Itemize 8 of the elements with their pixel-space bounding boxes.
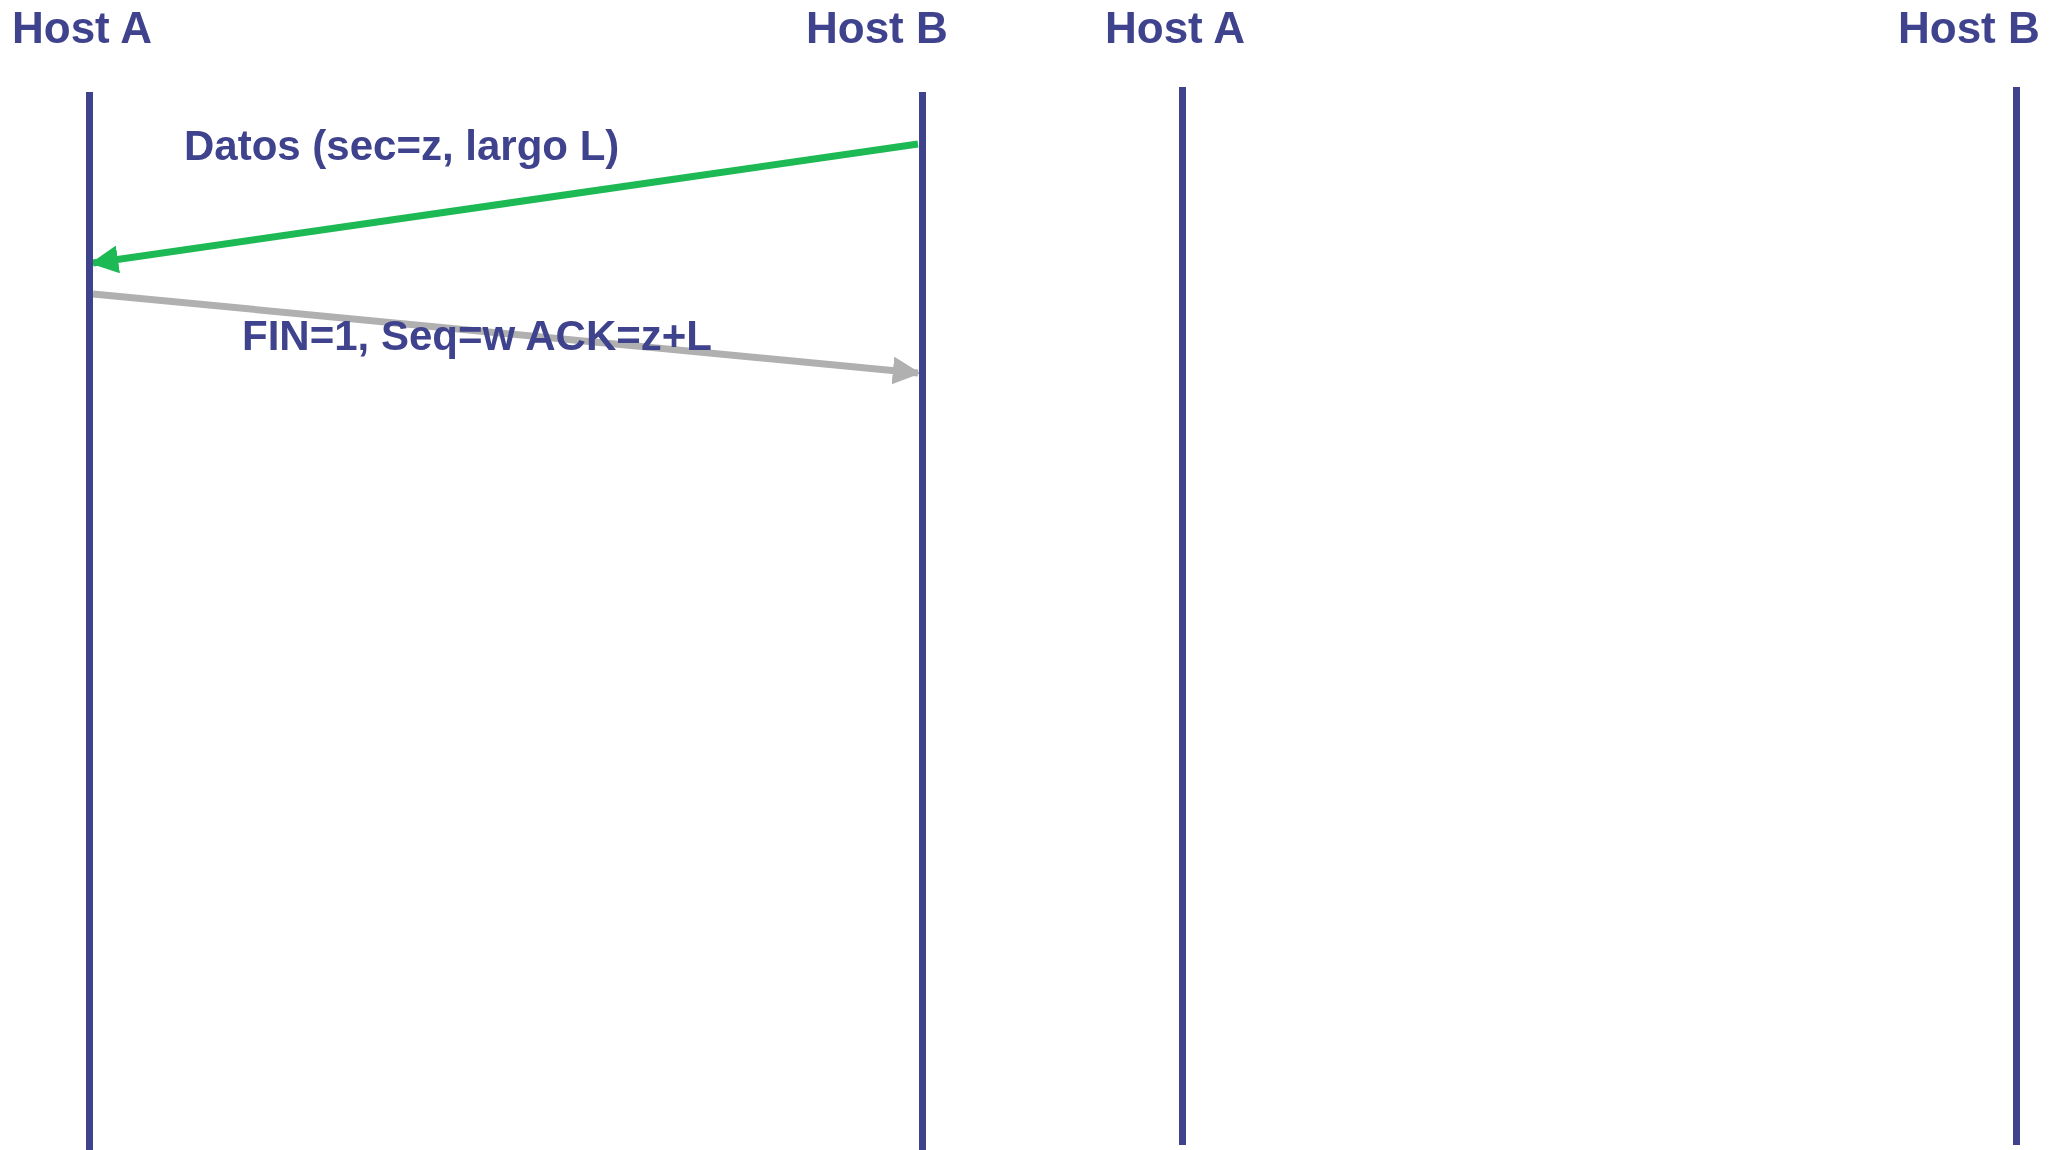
host-label: Host A bbox=[12, 2, 153, 54]
arrow bbox=[92, 290, 921, 385]
edge-label: Datos (sec=z, largo L) bbox=[184, 122, 620, 170]
arrow bbox=[90, 140, 919, 274]
host-label: Host B bbox=[806, 2, 948, 54]
edge-label: FIN=1, Seq=w ACK=z+L bbox=[242, 312, 712, 360]
host-label: Host A bbox=[1105, 2, 1246, 54]
host-label: Host B bbox=[1898, 2, 2040, 54]
